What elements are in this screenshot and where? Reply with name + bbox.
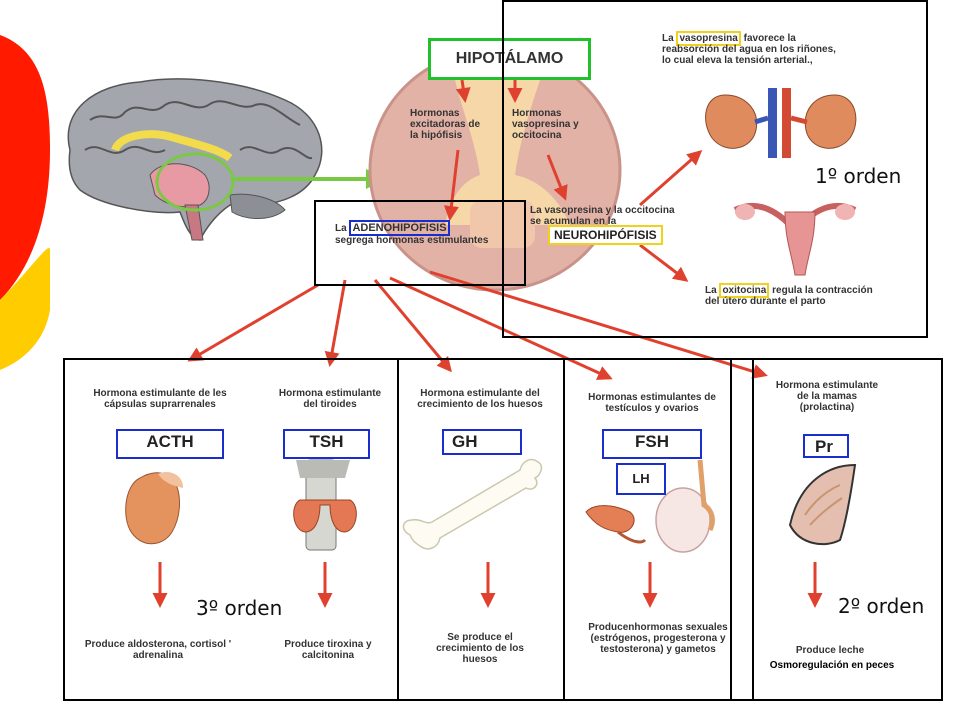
vaso-prefix: La <box>662 33 674 44</box>
neurohypophysis-box: NEUROHIPÓFISIS <box>548 225 663 245</box>
tsh-box: TSH <box>283 429 370 459</box>
adrenal-illustration <box>125 471 184 545</box>
fsh-label: FSH <box>635 432 669 451</box>
tsh-effect: Produce tiroxina y calcitonina <box>284 639 372 661</box>
first-order-frame <box>502 0 928 338</box>
adenohypophysis-label: ADENOHIPÓFISIS <box>349 220 450 236</box>
gh-label: GH <box>452 432 478 451</box>
effect-arrows <box>152 562 823 608</box>
pr-effect: Produce leche <box>795 645 865 656</box>
vaso-rest: favorece la reabsorción del agua en los … <box>662 33 836 66</box>
fsh-effect: Producenhormonas sexuales (estrógenos, p… <box>588 622 728 655</box>
lh-box: LH <box>616 463 666 495</box>
gh-box: GH <box>442 429 522 455</box>
third-order-label: 3º orden <box>196 596 283 620</box>
uterus-illustration <box>733 202 857 276</box>
oxi-prefix: La <box>705 285 717 296</box>
red-arrows-top <box>443 79 703 282</box>
red-arrows-bottom <box>187 270 768 380</box>
vasopressin-hormones-label: Hormonas vasopresina y occitocina <box>512 108 579 141</box>
fsh-box: FSH <box>602 429 702 459</box>
kidneys-illustration <box>705 88 857 158</box>
tsh-description: Hormona estimulante del tiroides <box>278 388 382 410</box>
second-order-label: 2º orden <box>838 594 925 618</box>
vasopressin-effect-text: La vasopresina favorece la reabsorción d… <box>662 31 842 66</box>
pr-extra: Osmoregulación en peces <box>769 660 895 671</box>
tsh-label: TSH <box>309 432 344 451</box>
slide-decoration <box>0 35 50 370</box>
oxytocin-highlight: oxitocina <box>719 283 770 298</box>
lh-label: LH <box>632 471 650 486</box>
gonads-illustration <box>585 459 715 553</box>
adeno-suffix: segrega hormonas estimulantes <box>335 235 489 246</box>
pr-box: Pr <box>803 434 849 458</box>
acth-effect: Produce aldosterona, cortisol ' adrenali… <box>84 639 232 661</box>
thyroid-illustration <box>293 459 357 551</box>
pr-description: Hormona estimulante de la mamas (prolact… <box>775 380 879 413</box>
vasopressin-highlight: vasopresina <box>676 31 741 46</box>
second-order-frame <box>752 358 943 701</box>
adeno-prefix: La <box>335 223 347 234</box>
first-order-label: 1º orden <box>815 164 902 188</box>
gh-description: Hormona estimulante del crecimiento de l… <box>417 388 543 410</box>
acth-label: ACTH <box>146 432 194 451</box>
mammary-illustration <box>788 463 857 546</box>
oxi-rest: regula la contracción del útero durante … <box>705 285 873 307</box>
fsh-description: Hormonas estimulantes de testículos y ov… <box>588 392 716 414</box>
excitatory-hormones-label: Hormonas excitadoras de la hipófisis <box>410 108 481 141</box>
brain-illustration <box>67 78 323 241</box>
hypothalamus-box: HIPOTÁLAMO <box>428 38 591 80</box>
adenohypophysis-frame <box>314 200 526 286</box>
pr-label: Pr <box>815 437 833 456</box>
hypothalamus-title: HIPOTÁLAMO <box>455 50 564 67</box>
adenohypophysis-text: La ADENOHIPÓFISIS segrega hormonas estim… <box>335 220 525 247</box>
acth-description: Hormona estimulante de les cápsulas supr… <box>93 388 227 410</box>
neurohypophysis-label: NEUROHIPÓFISIS <box>554 228 657 242</box>
bone-illustration <box>402 458 543 550</box>
accumulation-label: La vasopresina y la occitocina se acumul… <box>530 205 675 227</box>
oxytocin-effect-text: La oxitocina regula la contracción del ú… <box>705 283 875 307</box>
gh-effect: Se produce el crecimiento de los huesos <box>436 632 524 665</box>
acth-box: ACTH <box>116 429 224 459</box>
